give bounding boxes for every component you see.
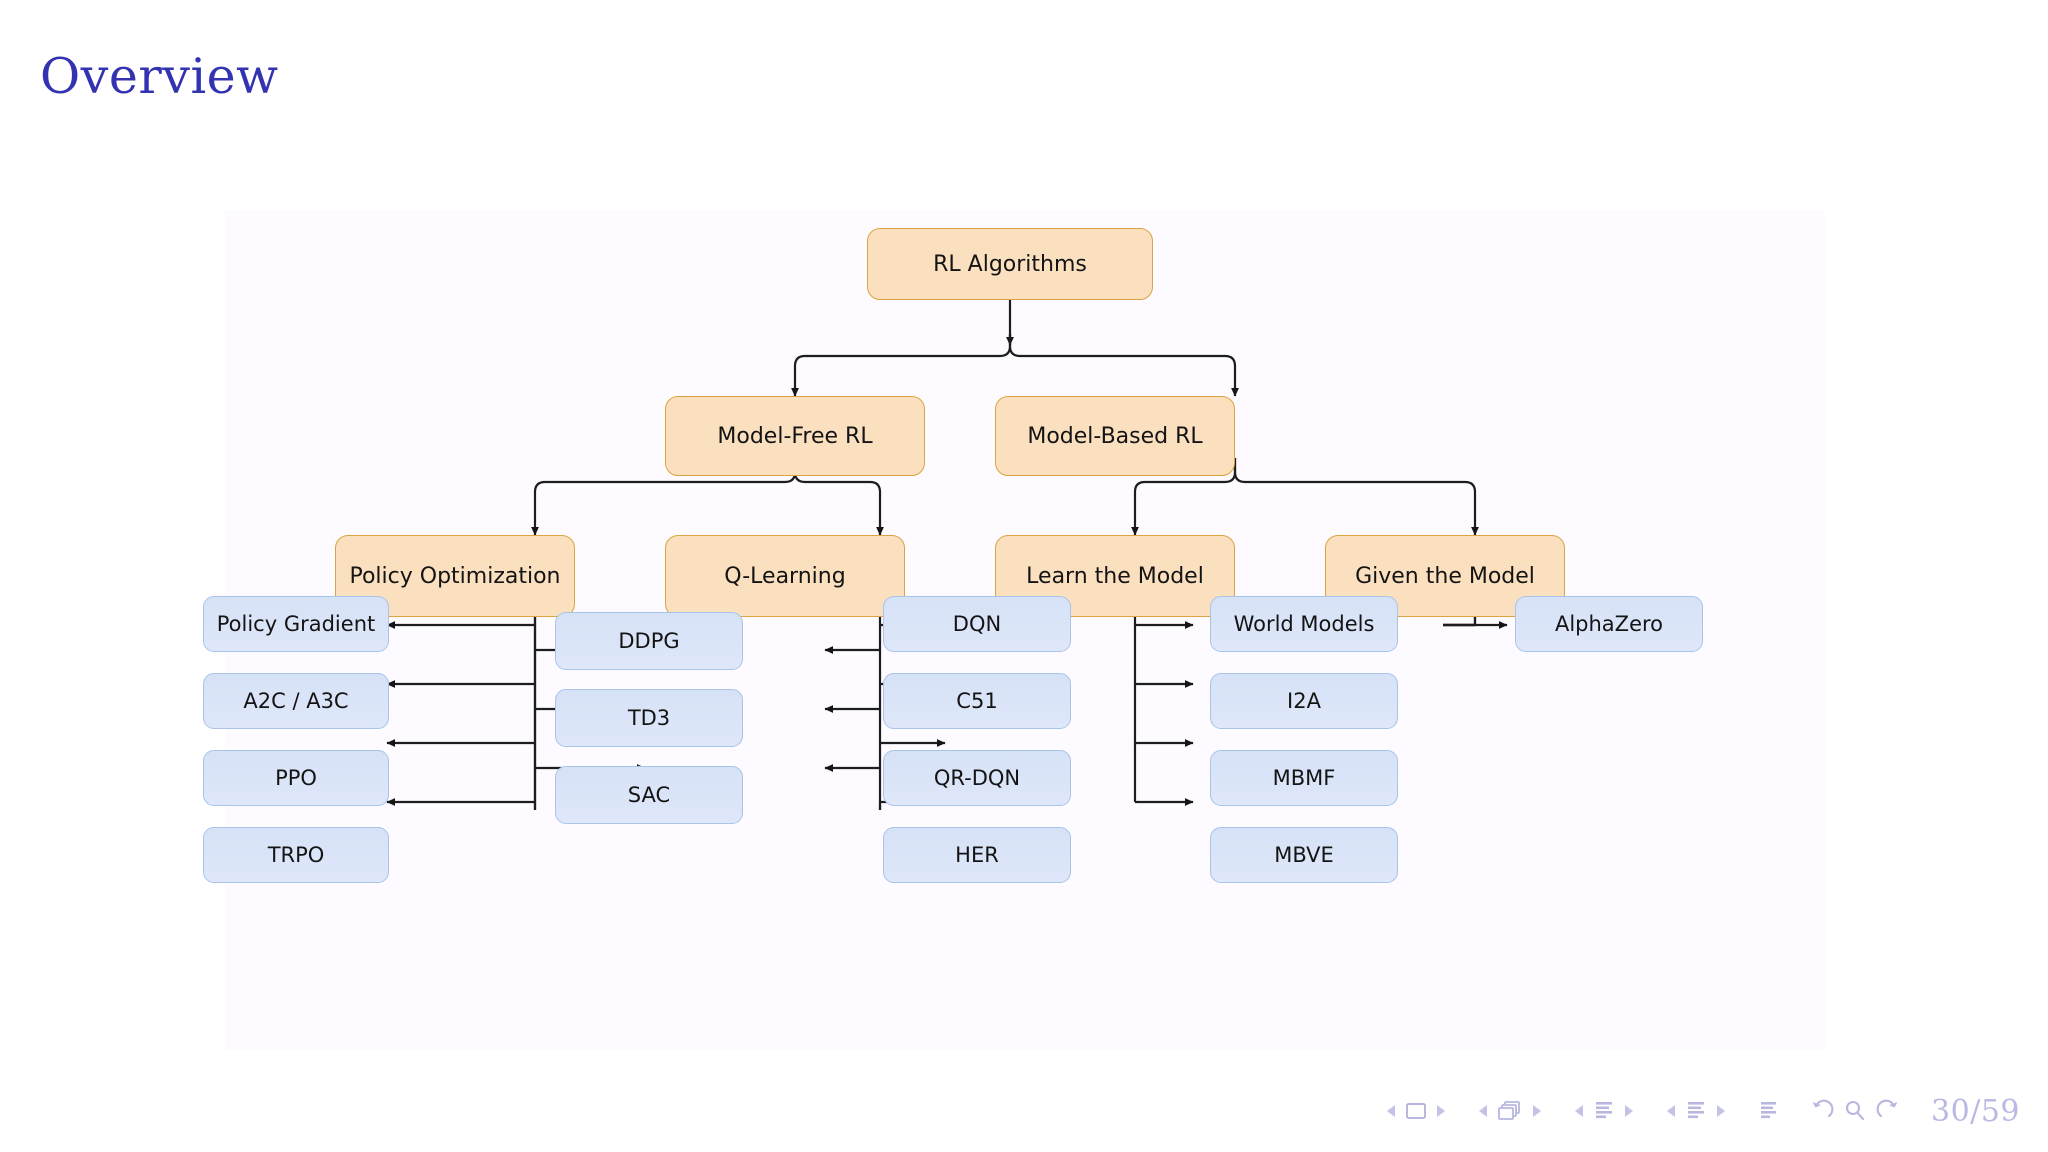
subsection-nav-group [1569,1100,1639,1122]
node-ppo[interactable]: PPO [203,750,389,806]
node-label: AlphaZero [1554,612,1664,636]
page-number: 30/59 [1931,1093,2020,1129]
back-icon[interactable] [1809,1099,1835,1123]
node-model-free-rl[interactable]: Model-Free RL [665,396,925,476]
node-world-models[interactable]: World Models [1210,596,1398,652]
next-section-icon[interactable] [1715,1104,1727,1118]
node-sac[interactable]: SAC [555,766,743,824]
node-label: Policy Gradient [216,612,376,636]
section-nav-group [1661,1100,1731,1122]
node-alphazero[interactable]: AlphaZero [1515,596,1703,652]
next-slide-icon[interactable] [1435,1104,1447,1118]
node-policy-gradient[interactable]: Policy Gradient [203,596,389,652]
prev-slide-icon[interactable] [1385,1104,1397,1118]
rl-taxonomy-diagram: RL Algorithms Model-Free RL Model-Based … [203,210,1825,1050]
node-label: Model-Based RL [1027,423,1203,449]
forward-icon[interactable] [1875,1099,1901,1123]
node-label: Learn the Model [1026,563,1204,589]
node-dqn[interactable]: DQN [883,596,1071,652]
document-icon[interactable] [1757,1100,1779,1122]
node-label: Policy Optimization [349,563,561,589]
node-rl-algorithms[interactable]: RL Algorithms [867,228,1153,300]
node-label: Q-Learning [724,563,846,589]
page-title: Overview [40,48,279,105]
node-label: Given the Model [1355,563,1535,589]
node-qr-dqn[interactable]: QR-DQN [883,750,1071,806]
history-nav-group [1805,1099,1905,1123]
section-icon[interactable] [1685,1100,1707,1122]
node-label: World Models [1233,612,1375,636]
node-label: HER [955,843,999,867]
node-label: QR-DQN [933,766,1021,790]
node-label: C51 [956,689,998,713]
node-td3[interactable]: TD3 [555,689,743,747]
node-label: I2A [1287,689,1321,713]
search-icon[interactable] [1843,1099,1867,1123]
slide-icon[interactable] [1405,1102,1427,1120]
next-subsection-icon[interactable] [1623,1104,1635,1118]
node-trpo[interactable]: TRPO [203,827,389,883]
node-label: A2C / A3C [243,689,349,713]
node-label: MBMF [1272,766,1336,790]
node-label: RL Algorithms [933,251,1087,277]
node-label: DQN [952,612,1002,636]
node-q-learning[interactable]: Q-Learning [665,535,905,617]
node-label: Model-Free RL [717,423,873,449]
node-label: TD3 [627,706,671,730]
node-her[interactable]: HER [883,827,1071,883]
node-mbve[interactable]: MBVE [1210,827,1398,883]
node-c51[interactable]: C51 [883,673,1071,729]
node-a2c-a3c[interactable]: A2C / A3C [203,673,389,729]
node-label: DDPG [618,629,680,653]
node-label: TRPO [267,843,325,867]
node-mbmf[interactable]: MBMF [1210,750,1398,806]
prev-subsection-icon[interactable] [1573,1104,1585,1118]
frame-icon[interactable] [1497,1100,1523,1122]
node-label: PPO [275,766,317,790]
node-ddpg[interactable]: DDPG [555,612,743,670]
prev-frame-icon[interactable] [1477,1104,1489,1118]
frame-nav-group [1473,1100,1547,1122]
node-policy-optimization[interactable]: Policy Optimization [335,535,575,617]
node-model-based-rl[interactable]: Model-Based RL [995,396,1235,476]
node-i2a[interactable]: I2A [1210,673,1398,729]
node-label: MBVE [1274,843,1334,867]
node-label: SAC [627,783,671,807]
prev-section-icon[interactable] [1665,1104,1677,1118]
slide-nav-group [1381,1102,1451,1120]
next-frame-icon[interactable] [1531,1104,1543,1118]
subsection-icon[interactable] [1593,1100,1615,1122]
beamer-navigation-bar: 30/59 [0,1088,2048,1134]
